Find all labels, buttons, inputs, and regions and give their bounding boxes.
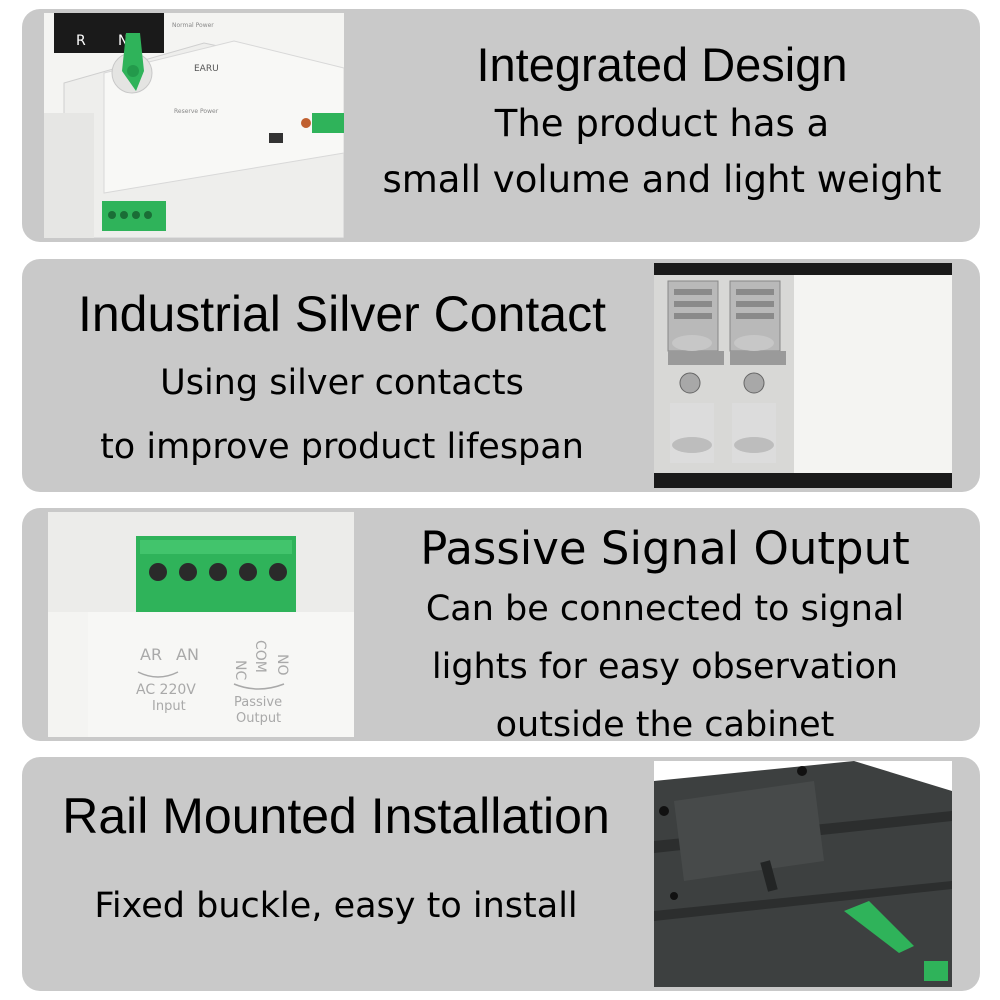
feature-line: to improve product lifespan xyxy=(100,427,584,467)
feature-title: Industrial Silver Contact xyxy=(77,286,606,342)
feature-card-passive-signal: AR AN AC 220V Input NC COM NO Passive Ou… xyxy=(22,508,980,741)
feature-line: Fixed buckle, easy to install xyxy=(94,886,578,926)
rail-mount-illustration xyxy=(654,761,952,987)
svg-text:R: R xyxy=(76,33,86,49)
svg-text:Passive: Passive xyxy=(234,695,282,710)
feature-card-silver-contact: Industrial Silver Contact Using silver c… xyxy=(22,259,980,492)
signal-terminal-illustration: AR AN AC 220V Input NC COM NO Passive Ou… xyxy=(48,512,354,737)
svg-text:AR: AR xyxy=(140,645,162,664)
rail-mount-bottom-photo xyxy=(654,761,952,987)
svg-text:COM: COM xyxy=(252,640,268,673)
svg-text:NO: NO xyxy=(274,654,290,676)
svg-text:Output: Output xyxy=(236,711,281,726)
feature-text: Rail Mounted Installation Fixed buckle, … xyxy=(26,787,646,927)
svg-text:Reserve Power: Reserve Power xyxy=(174,108,219,115)
svg-text:Normal Power: Normal Power xyxy=(172,22,214,29)
feature-line: lights for easy observation xyxy=(431,647,899,687)
svg-text:N: N xyxy=(118,33,128,49)
feature-title: Rail Mounted Installation xyxy=(62,788,610,844)
feature-card-rail-mounted: Rail Mounted Installation Fixed buckle, … xyxy=(22,757,980,991)
svg-text:EARU: EARU xyxy=(194,64,219,74)
feature-line: Using silver contacts xyxy=(160,363,524,403)
feature-card-integrated-design: R N EARU Normal Power Reserve Power xyxy=(22,9,980,242)
feature-title: Passive Signal Output xyxy=(420,522,910,575)
svg-text:NC: NC xyxy=(232,660,248,680)
feature-text: Passive Signal Output Can be connected t… xyxy=(362,522,968,741)
silver-contact-terminals-photo xyxy=(654,263,952,488)
switch-device-photo: R N EARU Normal Power Reserve Power xyxy=(44,13,344,238)
feature-text: Integrated Design The product has a smal… xyxy=(352,37,972,204)
signal-terminal-block-photo: AR AN AC 220V Input NC COM NO Passive Ou… xyxy=(48,512,354,737)
svg-text:AN: AN xyxy=(176,645,199,664)
silver-contact-illustration xyxy=(654,263,952,488)
feature-line: small volume and light weight xyxy=(382,158,942,201)
svg-text:Input: Input xyxy=(152,699,186,714)
feature-title: Integrated Design xyxy=(476,38,848,91)
feature-text: Industrial Silver Contact Using silver c… xyxy=(32,285,652,471)
feature-line: The product has a xyxy=(494,102,830,145)
switch-device-illustration: R N EARU Normal Power Reserve Power xyxy=(44,13,344,238)
svg-text:AC 220V: AC 220V xyxy=(136,682,196,698)
feature-line: Can be connected to signal xyxy=(425,589,905,629)
feature-line: outside the cabinet xyxy=(495,705,835,741)
